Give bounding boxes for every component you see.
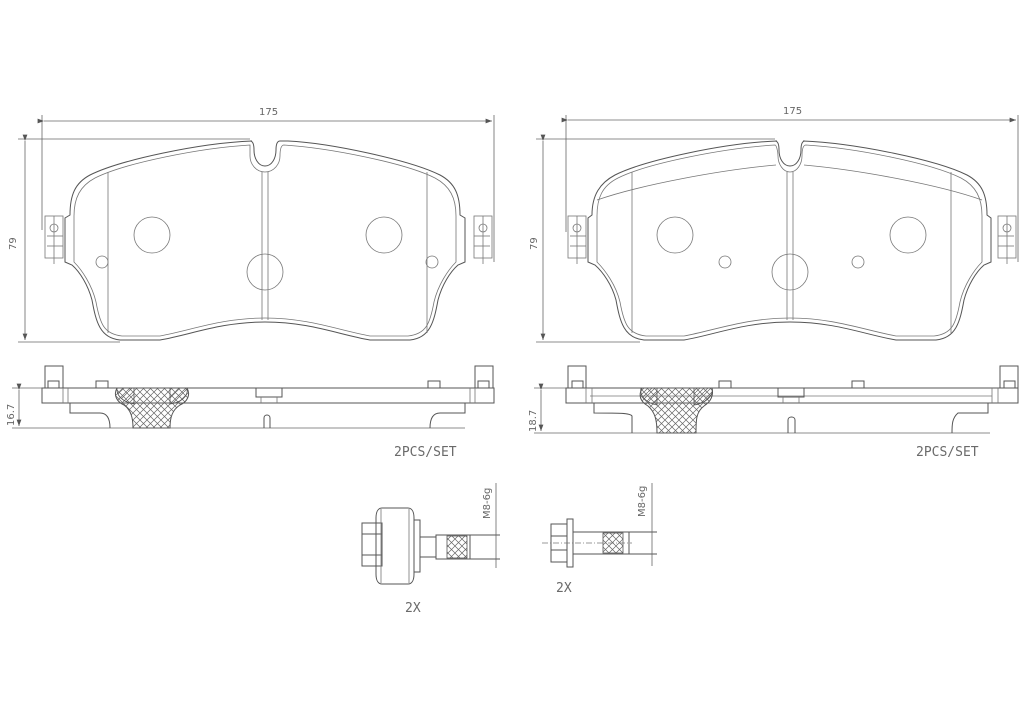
- right-pad-front-view: [536, 115, 1019, 343]
- left-pad-width-dim: 175: [259, 107, 279, 118]
- bolt2-thread-spec: M8-6g: [637, 485, 648, 517]
- left-pad-side-view: [12, 365, 495, 429]
- bolt1-qty-label: 2X: [405, 601, 421, 616]
- right-pad-width-dim: 175: [783, 106, 803, 117]
- right-pad-side-view: [534, 365, 1019, 434]
- left-pad-height-dim: 79: [8, 237, 19, 250]
- flange-bolt-drawing: [542, 483, 657, 568]
- bolt2-qty-label: 2X: [556, 581, 572, 596]
- left-pad-front-view: [18, 115, 495, 343]
- left-pad-thickness-dim: 16.7: [6, 403, 17, 426]
- bolt-with-bushing-drawing: [361, 483, 500, 585]
- right-pad-height-dim: 79: [529, 237, 540, 250]
- left-pad-qty-label: 2PCS/SET: [394, 445, 457, 460]
- right-pad-thickness-dim: 18.7: [528, 409, 539, 432]
- bolt1-thread-spec: M8-6g: [482, 487, 493, 519]
- right-pad-qty-label: 2PCS/SET: [916, 445, 979, 460]
